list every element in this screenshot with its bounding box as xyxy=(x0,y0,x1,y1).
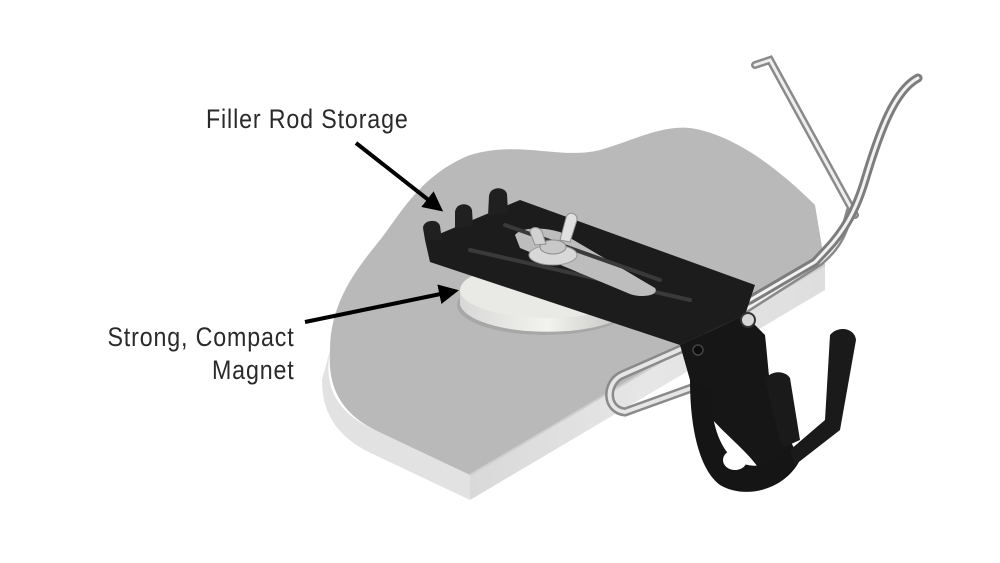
magnet-label: Strong, Compact Magnet xyxy=(108,321,295,387)
chrome-rod-holder xyxy=(605,55,923,417)
wing-nut xyxy=(528,212,578,266)
magnet-arrow xyxy=(304,284,459,324)
black-bracket xyxy=(423,188,856,492)
magnet-label-line1: Strong, Compact xyxy=(107,322,295,352)
magnet-label-line2: Magnet xyxy=(212,354,295,385)
filler-rod-storage-label: Filler Rod Storage xyxy=(206,104,409,134)
filler-rod-arrow xyxy=(354,141,444,212)
